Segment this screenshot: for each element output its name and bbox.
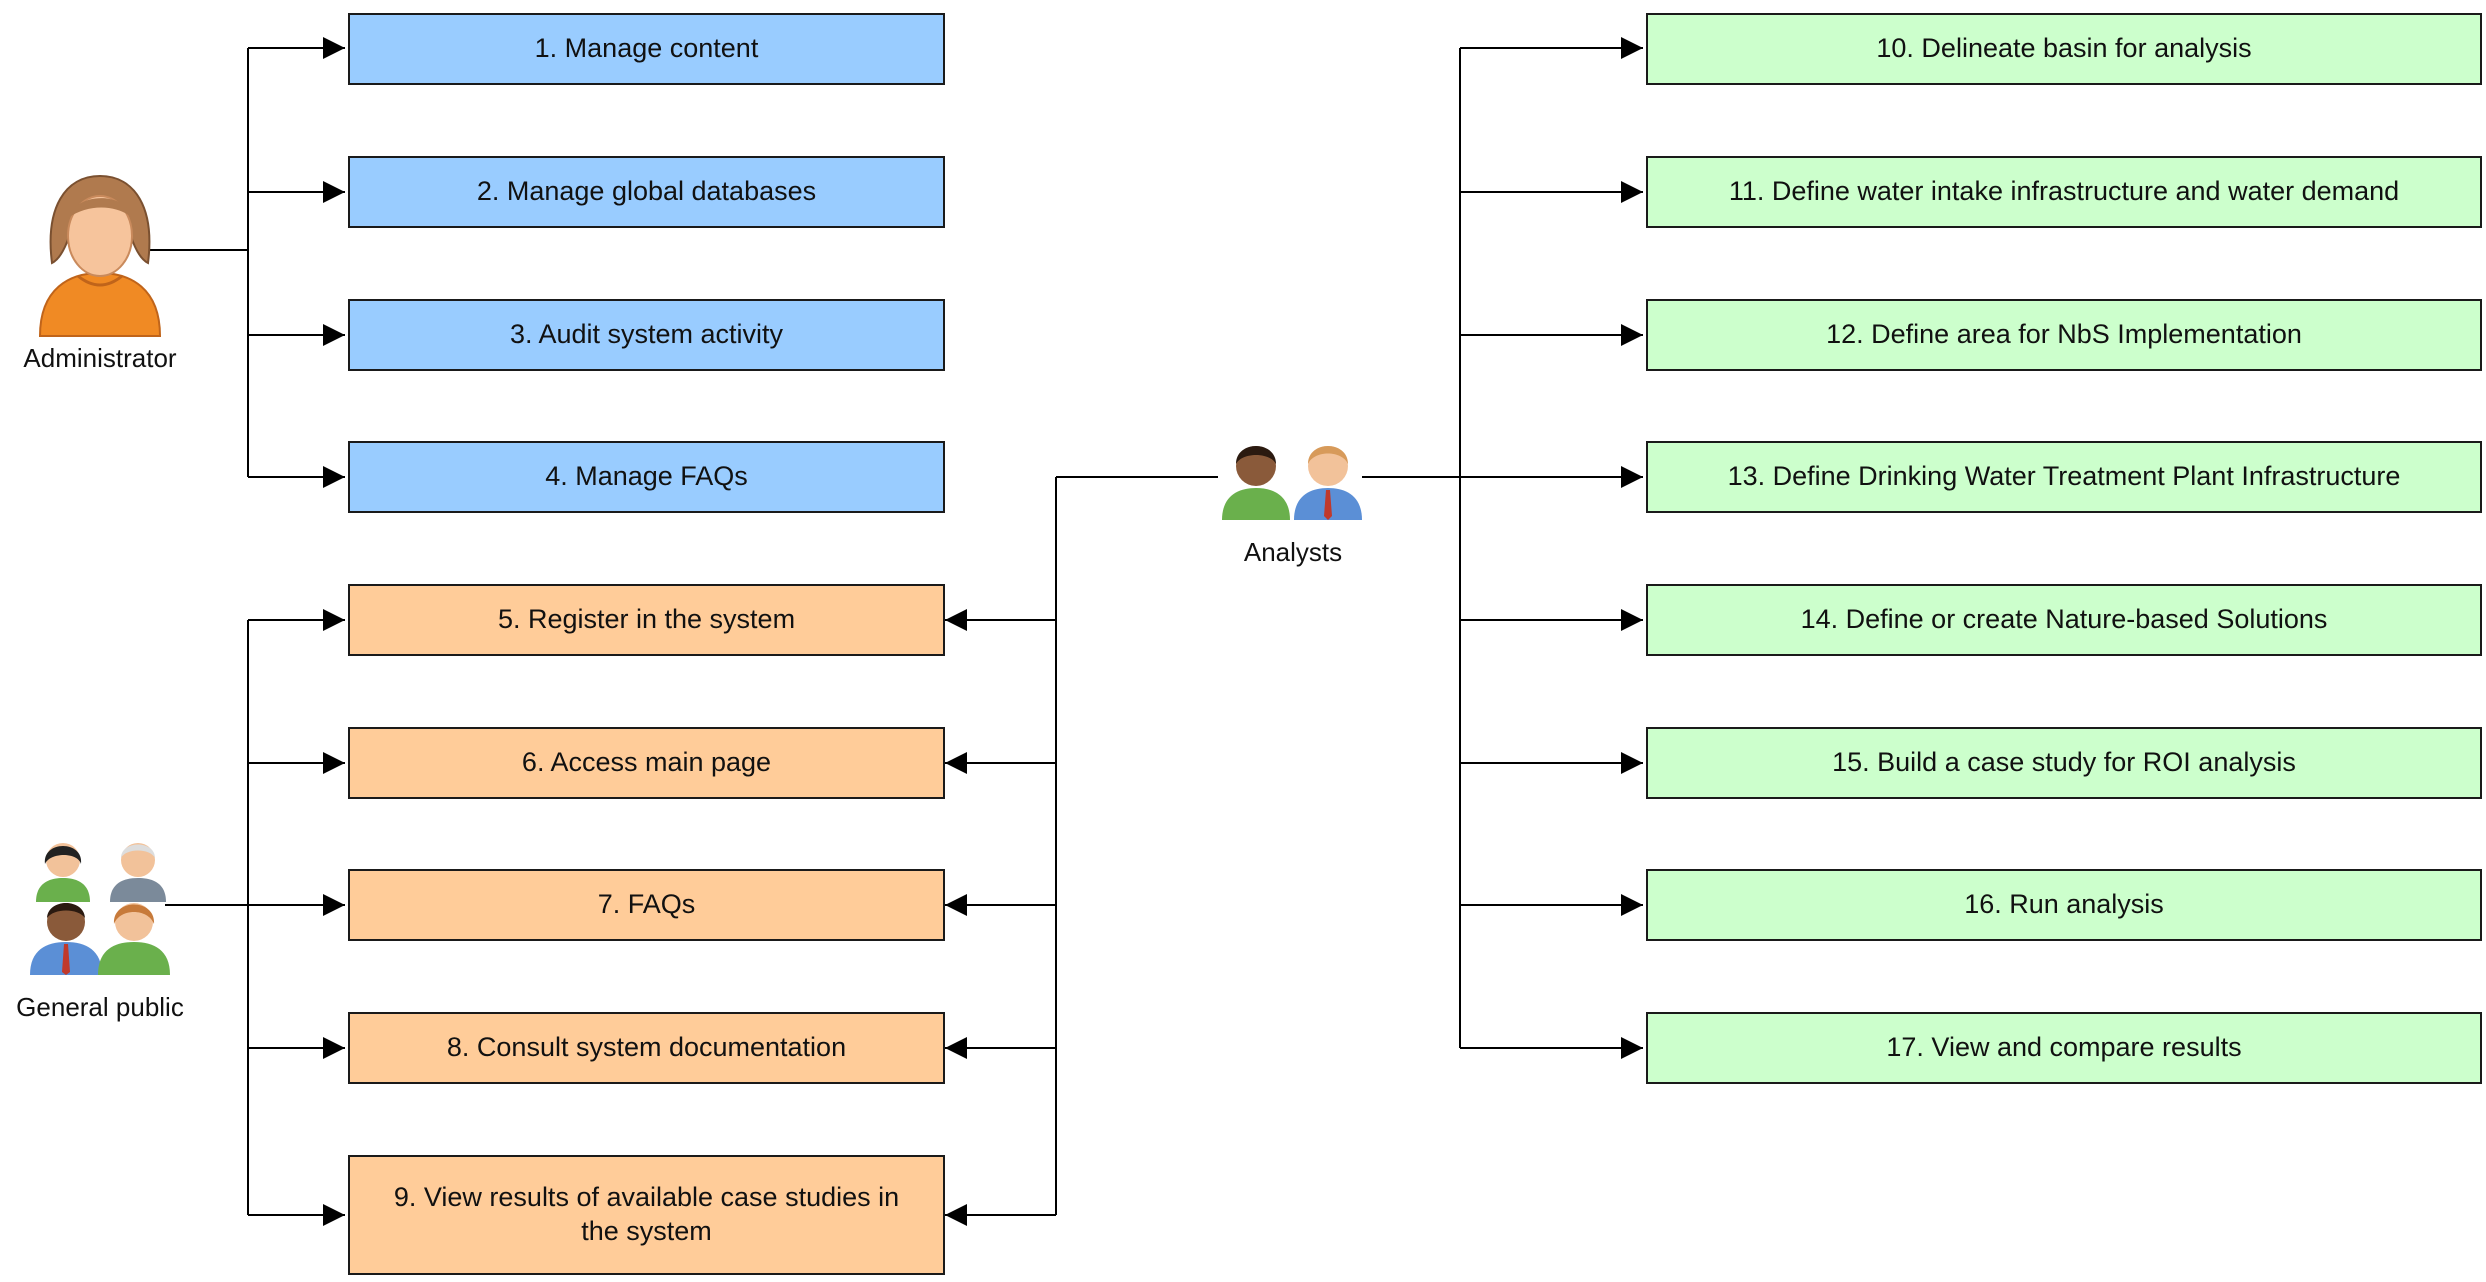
actor-administrator-label: Administrator bbox=[23, 343, 177, 373]
public-trunk bbox=[165, 620, 249, 1215]
use-case-13: 13. Define Drinking Water Treatment Plan… bbox=[1646, 441, 2482, 513]
actor-analysts-label: Analysts bbox=[1243, 537, 1343, 567]
analyst-trunk bbox=[1362, 48, 1461, 1048]
use-case-1: 1. Manage content bbox=[348, 13, 945, 85]
use-case-4: 4. Manage FAQs bbox=[348, 441, 945, 513]
female-user-icon bbox=[38, 174, 162, 337]
two-users-icon bbox=[1222, 446, 1362, 520]
use-case-14: 14. Define or create Nature-based Soluti… bbox=[1646, 584, 2482, 656]
use-case-5: 5. Register in the system bbox=[348, 584, 945, 656]
actor-general-public-label: General public bbox=[16, 992, 184, 1022]
use-case-7: 7. FAQs bbox=[348, 869, 945, 941]
use-case-17: 17. View and compare results bbox=[1646, 1012, 2482, 1084]
user-group-icon bbox=[30, 843, 170, 975]
use-case-12: 12. Define area for NbS Implementation bbox=[1646, 299, 2482, 371]
use-case-10: 10. Delineate basin for analysis bbox=[1646, 13, 2482, 85]
analyst-public-trunk bbox=[1055, 476, 1218, 1215]
use-case-3: 3. Audit system activity bbox=[348, 299, 945, 371]
use-case-11: 11. Define water intake infrastructure a… bbox=[1646, 156, 2482, 228]
admin-trunk bbox=[150, 48, 249, 477]
use-case-16: 16. Run analysis bbox=[1646, 869, 2482, 941]
use-case-2: 2. Manage global databases bbox=[348, 156, 945, 228]
use-case-6: 6. Access main page bbox=[348, 727, 945, 799]
use-case-9: 9. View results of available case studie… bbox=[348, 1155, 945, 1275]
use-case-8: 8. Consult system documentation bbox=[348, 1012, 945, 1084]
use-case-15: 15. Build a case study for ROI analysis bbox=[1646, 727, 2482, 799]
